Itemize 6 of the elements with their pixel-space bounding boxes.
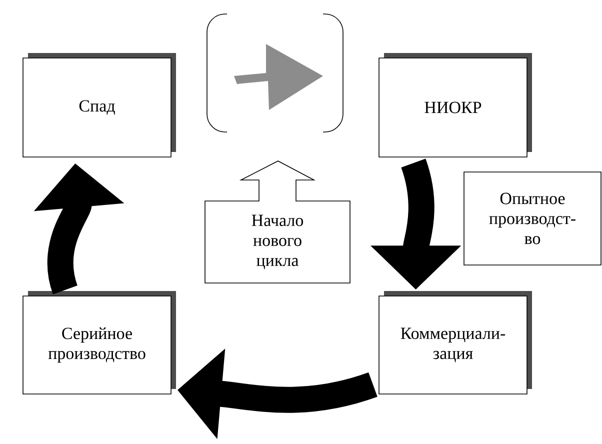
bracket-drawing	[206, 14, 344, 132]
process-box: НИОКР	[378, 53, 532, 158]
process-box: Серийное производство	[22, 291, 176, 394]
process-box: Спад	[22, 53, 176, 158]
process-box: Опытное производст-во	[464, 172, 602, 266]
process-box: Коммерциали-зация	[378, 291, 532, 394]
